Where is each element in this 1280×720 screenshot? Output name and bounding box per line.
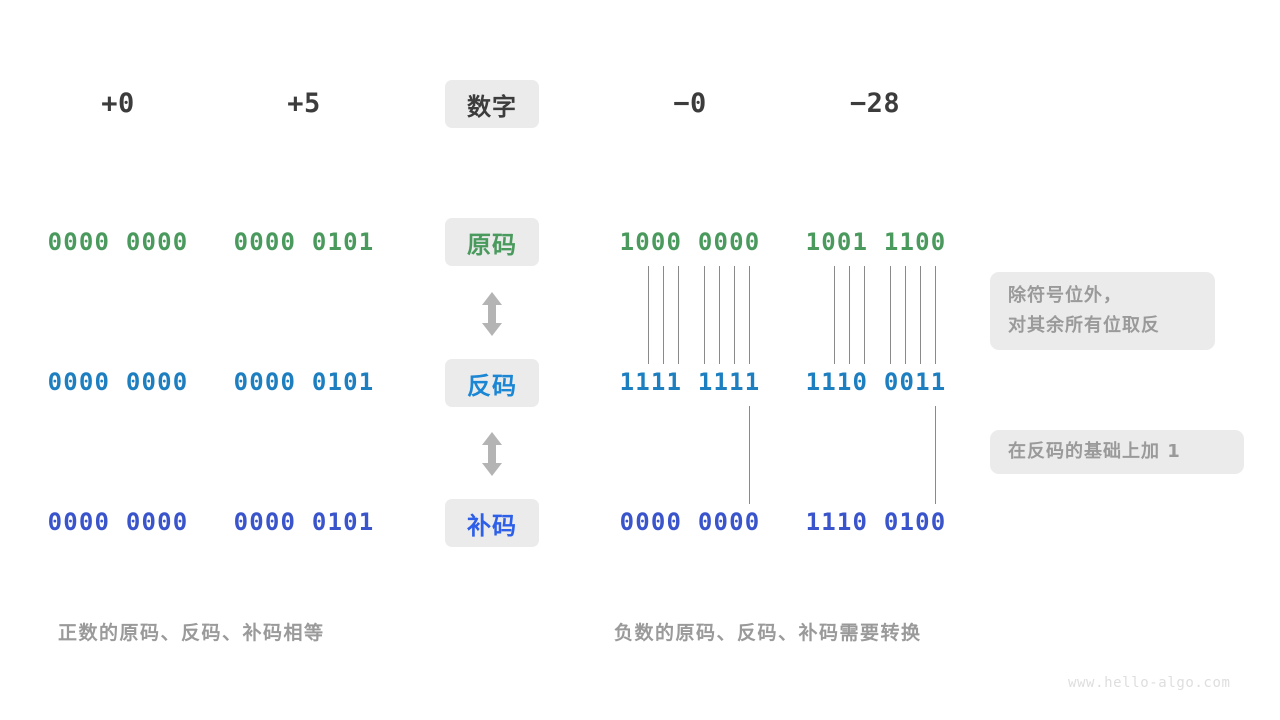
row-sign-magnitude-neg-zero: 1000 0000: [619, 228, 761, 256]
arrow-ones-to-twos-icon: [478, 430, 506, 478]
caption-positive: 正数的原码、反码、补码相等: [58, 622, 325, 644]
header-value-neg-zero: −0: [673, 88, 707, 119]
note-invert-line1: 除符号位外，: [1008, 285, 1122, 306]
header-value-pos-zero: +0: [101, 88, 135, 119]
row-sign-magnitude-pos-zero: 0000 0000: [47, 228, 189, 256]
note-add-one-line1: 在反码的基础上加 1: [1008, 441, 1181, 462]
note-invert-bits: 除符号位外， 对其余所有位取反: [990, 272, 1215, 350]
arrow-sign-to-ones-icon: [478, 290, 506, 338]
connector-neg-28-bit2: [834, 266, 835, 364]
row-twos-complement-pos-zero: 0000 0000: [47, 508, 189, 536]
row-label-ones-complement: 反码: [445, 359, 539, 407]
connector-neg-zero-bit8: [749, 266, 750, 364]
row-sign-magnitude-neg-28: 1001 1100: [805, 228, 947, 256]
row-twos-complement-pos-five: 0000 0101: [233, 508, 375, 536]
note-invert-line2: 对其余所有位取反: [1008, 315, 1160, 336]
row-ones-complement-neg-zero: 1111 1111: [619, 368, 761, 396]
caption-negative: 负数的原码、反码、补码需要转换: [614, 622, 922, 644]
connector-neg-zero-bit5: [704, 266, 705, 364]
connector-neg-zero-bit6: [719, 266, 720, 364]
row-twos-complement-neg-28: 1110 0100: [805, 508, 947, 536]
connector-neg-28-bit8: [935, 266, 936, 364]
watermark: www.hello-algo.com: [1068, 675, 1231, 691]
row-ones-complement-neg-28: 1110 0011: [805, 368, 947, 396]
header-label-number: 数字: [445, 80, 539, 128]
row-ones-complement-pos-five: 0000 0101: [233, 368, 375, 396]
row-ones-complement-pos-zero: 0000 0000: [47, 368, 189, 396]
connector-carry-neg-zero: [749, 406, 750, 504]
header-value-pos-five: +5: [287, 88, 321, 119]
connector-neg-28-bit6: [905, 266, 906, 364]
connector-neg-28-bit5: [890, 266, 891, 364]
connector-neg-zero-bit2: [648, 266, 649, 364]
row-sign-magnitude-pos-five: 0000 0101: [233, 228, 375, 256]
connector-neg-zero-bit4: [678, 266, 679, 364]
note-add-one: 在反码的基础上加 1: [990, 430, 1244, 474]
connector-neg-28-bit3: [849, 266, 850, 364]
row-label-twos-complement: 补码: [445, 499, 539, 547]
connector-carry-neg-28: [935, 406, 936, 504]
connector-neg-28-bit4: [864, 266, 865, 364]
row-label-sign-magnitude: 原码: [445, 218, 539, 266]
row-twos-complement-neg-zero: 0000 0000: [619, 508, 761, 536]
connector-neg-zero-bit3: [663, 266, 664, 364]
connector-neg-zero-bit7: [734, 266, 735, 364]
connector-neg-28-bit7: [920, 266, 921, 364]
header-value-neg-28: −28: [849, 88, 901, 119]
